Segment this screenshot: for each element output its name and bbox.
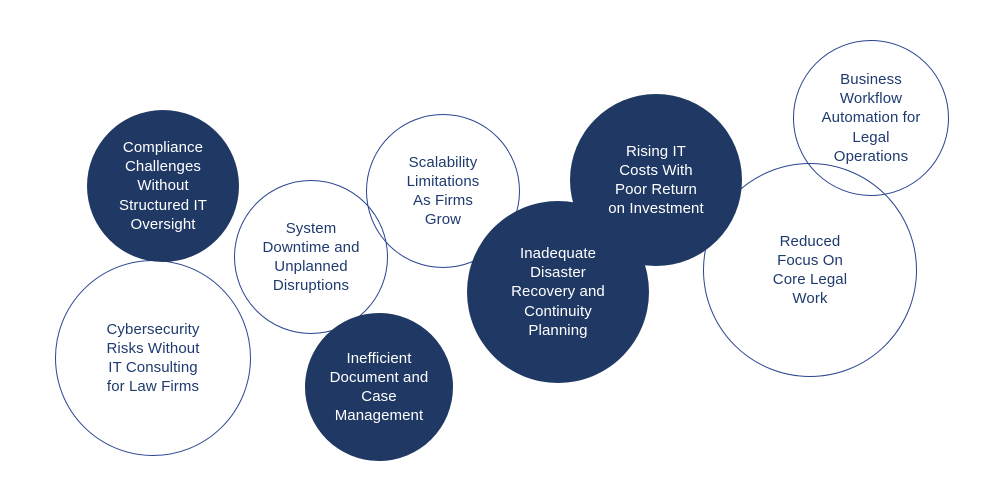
bubble-inefficient-document-management: Inefficient Document and Case Management [305,313,453,461]
bubble-compliance-challenges-label: Compliance Challenges Without Structured… [119,139,207,233]
bubble-reduced-focus-label: Reduced Focus On Core Legal Work [772,232,848,308]
bubble-business-workflow-automation-label: Business Workflow Automation for Legal O… [821,71,921,165]
bubble-reduced-focus: Reduced Focus On Core Legal Work [703,163,917,377]
bubble-system-downtime-label: System Downtime and Unplanned Disruption… [262,219,360,295]
bubble-inefficient-document-management-label: Inefficient Document and Case Management [329,349,429,425]
bubble-scalability-limitations: Scalability Limitations As Firms Grow [366,114,520,268]
bubble-inadequate-disaster-recovery-label: Inadequate Disaster Recovery and Continu… [511,245,605,339]
bubble-cybersecurity-risks: Cybersecurity Risks Without IT Consultin… [55,260,251,456]
bubble-system-downtime: System Downtime and Unplanned Disruption… [234,180,388,334]
bubble-rising-it-costs-label: Rising IT Costs With Poor Return on Inve… [608,142,704,218]
bubble-rising-it-costs: Rising IT Costs With Poor Return on Inve… [570,94,742,266]
bubble-scalability-limitations-label: Scalability Limitations As Firms Grow [406,153,480,229]
bubble-business-workflow-automation: Business Workflow Automation for Legal O… [793,40,949,196]
bubble-cybersecurity-risks-label: Cybersecurity Risks Without IT Consultin… [106,320,200,396]
bubble-compliance-challenges: Compliance Challenges Without Structured… [87,110,239,262]
